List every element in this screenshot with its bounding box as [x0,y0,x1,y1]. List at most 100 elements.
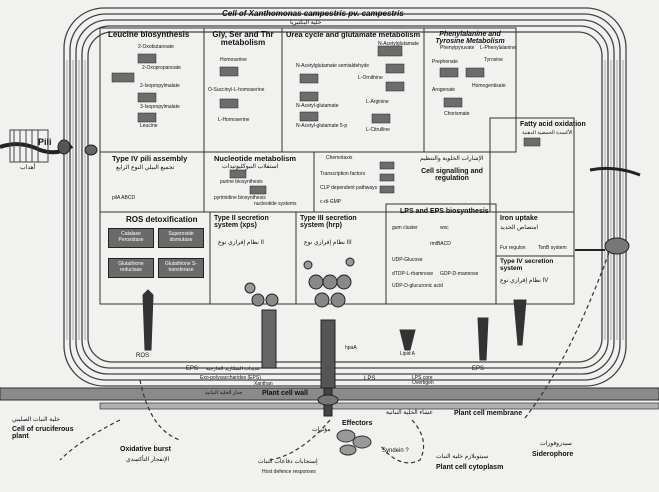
phe-item: Phenylpyruvate [440,45,475,51]
phe-panel-title: Phenylalanine and Tyrosine Metabolism [435,31,505,46]
xanthan-label: Xanthan [254,381,273,387]
nucleotide-panel-subtitle: استقلاب النيوكليوتيدات [222,164,279,170]
phe-item: Arogenate [432,87,456,93]
ros-box: Superoxide dismutase [158,228,204,248]
plant-cell-membrane-band [99,402,659,410]
signal-panel-title: Cell signalling and regulation [421,168,483,183]
plant-membrane-label-arabic: غشاء الخلية النباتية [386,410,433,416]
leucine-item: 3-Isopropylmalate [140,104,180,110]
typeiv-seq: pilA ABCD [112,195,136,201]
effectors-label-arabic: مؤثرات [312,427,331,433]
signal-item: CLP dependent pathways [320,185,378,191]
response-paths [59,249,611,464]
gly-item: Homoserine [220,57,247,63]
siderophore-label-arabic: سيدروفورات [540,441,572,447]
ros-box: Glutathione S-transferase [158,258,204,278]
gly-item: L-Homoserine [218,117,250,123]
plant-wall-label-arabic: جدار الخلية النباتية [205,390,243,396]
lps-item: UDP-D-glucuronic acid [392,283,443,289]
cell-title-arabic: خلية البكتيريا [290,20,322,26]
urea-panel-title: Urea cycle and glutamate metabolism [286,30,421,39]
effector-blobs [336,429,372,456]
ros-box: Catalase Peroxidase [108,228,154,248]
t2ss-panel-title: Type II secretion system (xps) [214,215,269,230]
signal-item: Chemotaxis [326,155,353,161]
urea-item: L-Arginine [366,99,389,105]
lps-core-label: LPS core Overtigen [412,375,434,387]
leucine-item: 2-Oxobutanoate [138,44,174,50]
lps-label: LPS [364,376,376,382]
gly-panel-title: Gly, Ser and Thr metabolism [212,30,274,48]
leucine-panel-title: Leucine biosynthesis [108,30,190,39]
typeiv-panel-subtitle: تجميع البيلي النوع الرابع [116,165,175,171]
phe-item: Tyrosine [484,57,503,63]
urea-item: N-Acetylglutamate semialdehyde [296,63,370,69]
lps-panel-title: LPS and EPS biosynthesis [400,208,489,215]
defense-label: Host defence responses [262,469,316,475]
nucleotide-item: nucleotide systems [254,201,297,207]
siderophore-label: Siderophore [532,451,574,458]
signal-item: c-di-GMP [320,199,342,205]
effectors-label: Effectors [342,420,373,427]
lps-item: wxc [440,225,449,231]
ros-box: Glutathione reductase [108,258,154,278]
iron-item: TonB system [538,245,567,251]
lps-item: gum cluster [392,225,418,231]
hpa-label: hpaA [345,345,357,351]
cytoplasm-label-arabic: سيتوبلازم خلية النبات [436,454,489,460]
siderophore-channel [575,166,641,255]
lps-item: rmlBACD [430,241,451,247]
lps-item: dTDP-L-rhamnose [392,271,434,277]
crucifer-label-arabic: خلية النبات الصليبي [12,417,60,423]
cell-envelope [63,7,627,387]
syndein-label: Syndein ? [382,448,409,454]
nucleotide-panel-title: Nucleotide metabolism [214,154,297,163]
phe-item: Prephenate [432,59,458,65]
fatty-panel-subtitle: الأكسدة الحمضية الدهنية [522,130,573,136]
nucleotide-item: pyrimidine biosynthesis [214,195,266,201]
plant-membrane-label: Plant cell membrane [454,410,523,417]
urea-item: L-Ornithine [358,75,383,81]
gly-item: O-Succinyl-L-homoserine [208,87,265,93]
typeiv-panel-title: Type IV pili assembly [112,154,188,163]
ros-label: ROS [136,353,150,359]
t2ss-panel-subtitle: نظام إفرازي نوع II [218,240,264,246]
t4ss-panel-subtitle: نظام إفرازي نوع IV [500,278,549,284]
signal-panel-subtitle: الإشارات الخلوية والتنظيم [420,156,484,162]
nucleotide-item: purine biosynthesis [220,179,263,185]
exo-label-arabic: عديدات السكاريد الخارجية [206,366,260,372]
eps-label: EPS [186,366,199,372]
phe-item: Chorismate [444,111,470,117]
crucifer-label: Cell of cruciferous plant [12,426,74,441]
iron-item: Fur regulon [500,245,526,251]
iron-panel-subtitle: امتصاص الحديد [500,225,538,231]
t3ss-panel-title: Type III secretion system (hrp) [300,215,357,230]
cell-title: Cell of Xanthomonas campestris pv. campe… [222,9,404,18]
leucine-item: 2-Oxopropanoate [142,65,181,71]
defense-label-arabic: إستجابات دفاعات النبات [258,459,318,465]
lps-item: GDP-D-mannose [440,271,479,277]
plant-wall-label: Plant cell wall [262,390,308,397]
urea-item: L-Citrulline [366,127,390,133]
urea-item: N-Acetyl-glutamate 5-p [296,123,348,129]
pili-label-arabic: أهداب [20,165,36,171]
urea-item: N-Acetyl-glutamate [296,103,339,109]
pili-structure [0,129,98,163]
fatty-panel-title: Fatty acid oxidation [520,121,586,128]
periplasm-texture [66,60,624,340]
enzyme-boxes [111,45,541,195]
eps-label-2: EPS [472,366,485,372]
panel-grid [99,27,575,305]
t3ss-panel-subtitle: نظام إفرازي نوع III [304,240,352,246]
t2ss-apparatus [244,282,279,369]
exo-label: Exo-polysaccharides (EPS) [200,375,261,381]
leucine-item: Leucine [140,123,158,129]
urea-item: N-Acetylglutamate [378,41,419,47]
iron-panel-title: Iron uptake [500,215,538,222]
t4ss-panel-title: Type IV secretion system [500,258,554,272]
lipid-a-label: Lipid A [400,351,416,357]
export-arrows [142,289,527,361]
signal-item: Transcription factors [320,171,366,177]
